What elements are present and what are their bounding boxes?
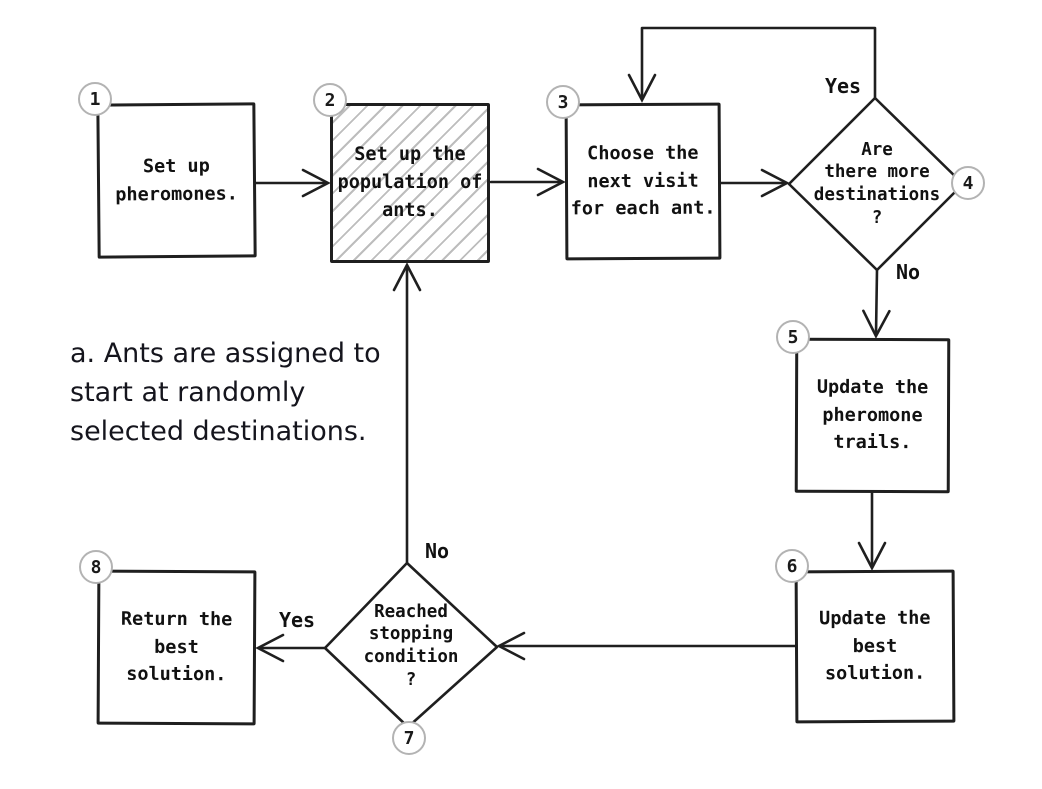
node-update-pheromone-trails: Update the pheromone trails. <box>794 337 951 494</box>
annotation-note: a. Ants are assigned to start at randoml… <box>70 338 381 448</box>
edge-label-stopping-yes: Yes <box>278 608 316 632</box>
node-update-best-solution: Update the best solution. <box>794 569 956 724</box>
node-choose-next-visit: Choose the next visit for each ant. <box>564 102 722 261</box>
edge-label-stopping-no: No <box>424 539 450 563</box>
node-label: Return the best solution. <box>120 608 233 686</box>
decision-diamond-destinations <box>787 96 965 272</box>
node-reached-stopping-condition: Reached stopping condition ? <box>363 601 459 690</box>
step-badge-6: 6 <box>775 549 809 583</box>
edge-4-yes-loop-to-3 <box>627 26 877 103</box>
node-are-there-more-destinations: Are there more destinations ? <box>813 139 941 228</box>
edge-label-destinations-yes: Yes <box>824 74 862 98</box>
step-badge-8: 8 <box>79 550 113 584</box>
node-label: Set up the population of ants. <box>337 144 483 221</box>
node-label: Set up pheromones. <box>115 155 238 206</box>
step-badge-7: 7 <box>392 721 426 755</box>
node-return-best-solution: Return the best solution. <box>96 569 257 726</box>
step-badge-4: 4 <box>951 166 985 200</box>
node-label: Update the pheromone trails. <box>816 376 929 454</box>
step-badge-1: 1 <box>78 82 112 116</box>
edge-4-no-to-5 <box>862 268 891 339</box>
node-label: Choose the next visit for each ant. <box>570 142 716 220</box>
step-badge-5: 5 <box>776 320 810 354</box>
node-set-up-population: Set up the population of ants. <box>330 103 490 263</box>
node-label: Update the best solution. <box>819 607 931 685</box>
step-badge-3: 3 <box>546 85 580 119</box>
step-badge-2: 2 <box>313 83 347 117</box>
edge-label-destinations-no: No <box>895 260 921 284</box>
node-set-up-pheromones: Set up pheromones. <box>96 102 257 259</box>
